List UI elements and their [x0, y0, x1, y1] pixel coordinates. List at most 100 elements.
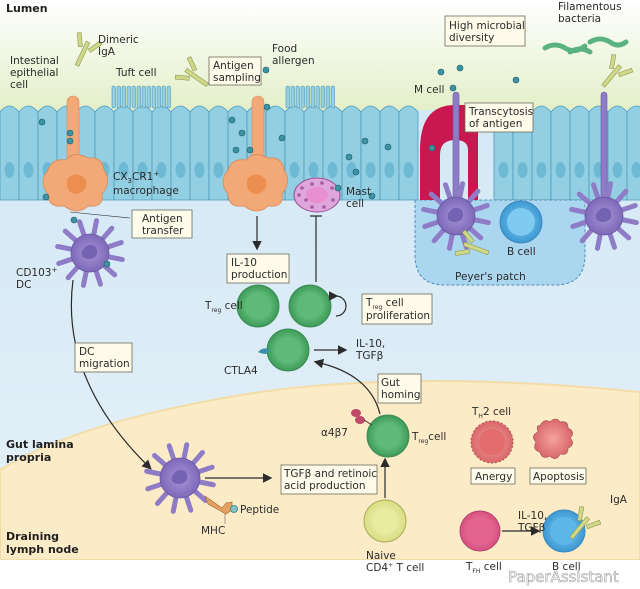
filamentous-bacteria: [542, 36, 629, 55]
box-tgfb-retinoic: TGFβ and retinoic acid production: [280, 464, 378, 495]
tuft-cell-microvillus: [141, 85, 146, 109]
antigen-particle: [278, 134, 286, 142]
antigen-particle: [428, 144, 436, 152]
label-intestinal-epithelial-2: epithelial: [10, 67, 58, 79]
region-lumen: Lumen: [6, 2, 48, 15]
epithelial-cell: [170, 105, 191, 201]
label-mhc: MHC: [201, 525, 225, 537]
antigen-particle: [345, 153, 353, 161]
svg-text:proliferation: proliferation: [366, 310, 430, 322]
svg-text:migration: migration: [79, 358, 130, 370]
cx3cr1-macrophage-left: [42, 95, 108, 212]
label-cd4-t-cell: CD4+ T cell: [366, 562, 424, 574]
svg-text:IL-10: IL-10: [231, 257, 257, 269]
tuft-cell-microvillus: [315, 85, 320, 109]
label-peptide: Peptide: [240, 504, 279, 516]
label-th2-cell: TH2 cell: [471, 406, 511, 420]
antigen-particle: [42, 193, 50, 201]
tuft-cell-microvillus: [121, 85, 126, 109]
tuft-cell-microvillus: [305, 85, 310, 109]
b-cell-peyers: [499, 200, 543, 244]
arrow-gut-homing: [313, 358, 381, 415]
svg-text:transfer: transfer: [142, 225, 184, 237]
lamina-propria-dendritic-cell: [569, 91, 639, 251]
epithelial-cell: [303, 105, 324, 201]
epithelial-cell: [284, 105, 305, 201]
antigen-particle: [228, 116, 236, 124]
bottom-margin: [0, 560, 640, 589]
antigen-particle: [352, 168, 360, 176]
label-intestinal-epithelial-1: Intestinal: [10, 55, 59, 67]
label-food-allergen-2: allergen: [272, 55, 315, 67]
label-b-cell-bottom: B cell: [552, 561, 581, 573]
cx3cr1-macrophage-right: [222, 95, 288, 212]
label-mast-cell-1: Mast: [346, 186, 371, 198]
epithelial-cell: [208, 105, 229, 201]
th2-cell-apoptosis: [533, 418, 573, 459]
cd103-dendritic-cell: [55, 218, 125, 288]
label-m-cell: M cell: [414, 84, 444, 96]
tfh-cell: [459, 510, 501, 552]
box-antigen-sampling: Antigen sampling: [208, 56, 262, 86]
label-filamentous-1: Filamentous: [558, 1, 622, 13]
naive-cd4-t-cell: [363, 499, 407, 543]
box-treg-proliferation: Treg cell proliferation: [361, 293, 433, 325]
tuft-cell-microvillus: [290, 85, 295, 109]
dimeric-iga-antibody: [74, 32, 103, 67]
epithelial-cell: [569, 105, 590, 201]
label-ctla4: CTLA4: [224, 365, 258, 377]
box-gut-homing: Gut homing: [377, 373, 422, 404]
tuft-cell-microvillus: [300, 85, 305, 109]
svg-text:of antigen: of antigen: [469, 118, 522, 130]
box-high-microbial-diversity: High microbial diversity: [444, 15, 526, 47]
label-naive: Naive: [366, 550, 396, 562]
label-il10-bottom: IL-10,: [518, 510, 547, 522]
tuft-cell-microvillus: [126, 85, 131, 109]
tuft-cell-microvillus: [166, 85, 171, 109]
label-filamentous-2: bacteria: [558, 13, 601, 25]
tuft-cell-microvillus: [320, 85, 325, 109]
antigen-particle: [437, 68, 445, 76]
tuft-cell-microvillus: [116, 85, 121, 109]
antigen-particle: [103, 260, 111, 268]
label-alpha4beta7: α4β7: [321, 427, 348, 439]
tuft-cell-microvillus: [131, 85, 136, 109]
label-treg-cell-left: Treg cell: [204, 300, 243, 314]
box-transcytosis: Transcytosis of antigen: [464, 102, 534, 133]
inhibition-mast-cell: [310, 215, 322, 282]
svg-text:Transcytosis: Transcytosis: [468, 106, 533, 118]
tuft-cell-microvillus: [146, 85, 151, 109]
antigen-transfer-pointer: [69, 211, 131, 219]
antigen-particle: [368, 192, 376, 200]
label-b-cell-peyers: B cell: [507, 246, 536, 258]
antigen-particle: [334, 184, 342, 192]
epithelial-cell: [550, 105, 571, 201]
svg-text:Antigen: Antigen: [213, 60, 254, 72]
antigen-particle: [456, 64, 464, 72]
m-cell: [420, 105, 478, 200]
ctla4-receptor: [258, 348, 270, 354]
box-il10-production: IL-10 production: [226, 253, 290, 284]
svg-text:diversity: diversity: [449, 32, 494, 44]
label-peyers-patch: Peyer's patch: [455, 271, 526, 283]
tuft-cell-microvillus: [310, 85, 315, 109]
lymph-node-dendritic-cell: [144, 442, 216, 514]
mhc-peptide-complex: [204, 495, 238, 524]
svg-text:Antigen: Antigen: [142, 213, 183, 225]
alpha4beta7-integrin: [351, 409, 373, 426]
th2-cell-anergy: [470, 420, 514, 464]
svg-text:DC: DC: [79, 346, 94, 358]
region-lymph-node-line2: lymph node: [6, 543, 79, 556]
label-tfh-cell: TFH cell: [465, 561, 502, 575]
region-gut-lamina-line2: propria: [6, 451, 51, 464]
label-dc: DC: [16, 279, 31, 291]
antigen-particle: [66, 129, 74, 137]
label-iga-bottom: IgA: [610, 494, 628, 506]
label-food-allergen-1: Food: [272, 43, 297, 55]
epithelial-cell: [379, 105, 400, 201]
svg-text:Anergy: Anergy: [475, 471, 512, 483]
label-tgfb-bottom: TGFβ: [517, 522, 545, 534]
iga-antibody: [601, 54, 634, 88]
